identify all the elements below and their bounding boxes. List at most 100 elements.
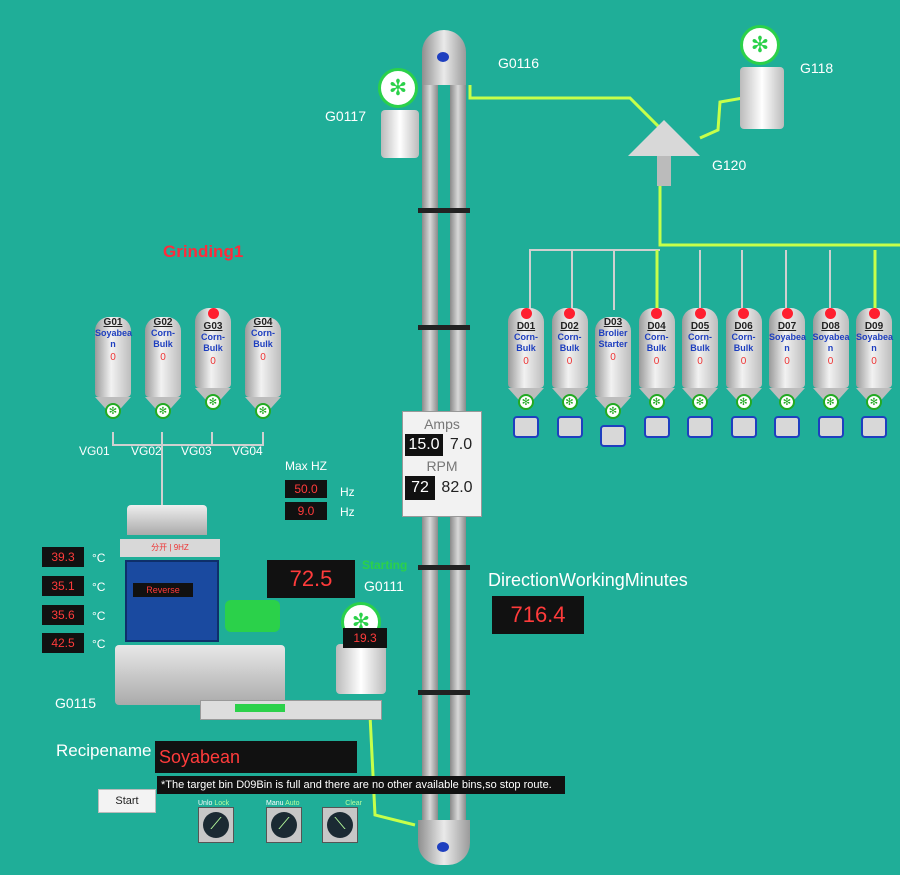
bin-product: Corn- Bulk bbox=[731, 332, 756, 353]
manual-switch[interactable]: Manu Auto ⟋ bbox=[266, 800, 306, 848]
recipe-input[interactable]: Soyabean bbox=[155, 741, 357, 773]
feeder-icon[interactable]: ✻ bbox=[518, 394, 534, 410]
bin-count: 0 bbox=[110, 352, 116, 363]
clear-knob[interactable]: ⟍ bbox=[322, 807, 358, 843]
fan-g0111-value: 19.3 bbox=[343, 628, 387, 648]
hz-unit-2: Hz bbox=[340, 505, 355, 519]
auto-label: Auto bbox=[285, 800, 300, 807]
alarm-dot-icon bbox=[207, 308, 219, 319]
alarm-dot-icon bbox=[651, 308, 662, 319]
clear-switch[interactable]: Clear ⟍ bbox=[322, 800, 362, 848]
feeder-icon[interactable]: ✻ bbox=[605, 403, 621, 419]
alarm-dot-icon bbox=[868, 308, 880, 319]
alarm-dot-icon bbox=[738, 308, 749, 319]
dischargeer-valve-icon[interactable] bbox=[817, 416, 844, 438]
dischargeer-valve-icon[interactable] bbox=[643, 416, 670, 438]
dischargeer-valve-icon[interactable] bbox=[730, 416, 757, 438]
hammer-mill-g0115[interactable]: 分开 | 9HZ Reverse bbox=[115, 505, 385, 720]
bin-count: 0 bbox=[871, 356, 877, 367]
dischargeer-valve-icon[interactable] bbox=[513, 416, 539, 438]
reverse-indicator: Reverse bbox=[133, 583, 193, 597]
amps-title: Amps bbox=[424, 416, 460, 432]
freq-readout: 72.5 bbox=[267, 560, 355, 598]
start-button[interactable]: Start bbox=[98, 789, 156, 813]
dial-icon: ⟋ bbox=[271, 812, 297, 838]
bin-count: 0 bbox=[740, 356, 747, 367]
feeder-icon[interactable]: ✻ bbox=[692, 394, 708, 410]
fan-g118-label: G118 bbox=[800, 60, 834, 76]
bin-code: D04 bbox=[647, 321, 666, 332]
clear-label: Clear bbox=[345, 800, 362, 807]
bin-product: Soyabea n bbox=[856, 332, 894, 353]
feeder-icon[interactable]: ✻ bbox=[255, 403, 271, 419]
rpm-title: RPM bbox=[426, 458, 458, 474]
feeder-icon[interactable]: ✻ bbox=[822, 394, 839, 410]
amps-setpoint[interactable]: 15.0 bbox=[405, 434, 443, 456]
bin-code: D06 bbox=[734, 321, 753, 332]
dischargeer-valve-icon[interactable] bbox=[687, 416, 713, 438]
fan-g118[interactable]: ✻ bbox=[740, 25, 784, 135]
feeder-icon[interactable]: ✻ bbox=[205, 394, 221, 410]
distributor-label: G120 bbox=[712, 157, 747, 173]
bin-code: D08 bbox=[821, 321, 840, 332]
bin-product: Corn- Bulk bbox=[514, 332, 538, 353]
rpm-setpoint[interactable]: 72 bbox=[405, 476, 435, 500]
dischargeer-valve-icon[interactable] bbox=[774, 416, 800, 438]
temp-unit-1: °C bbox=[92, 551, 106, 565]
max-hz-value[interactable]: 50.0 bbox=[285, 480, 327, 498]
valve-vg01: VG01 bbox=[79, 444, 110, 458]
dial-icon: ⟋ bbox=[203, 812, 229, 838]
fan-g0111-label: G0111 bbox=[364, 578, 404, 594]
dial-icon: ⟍ bbox=[327, 812, 353, 838]
amps-value: 7.0 bbox=[449, 436, 473, 453]
feeder-icon[interactable]: ✻ bbox=[561, 394, 578, 410]
bin-product: Soyabea n bbox=[95, 328, 133, 349]
alarm-dot-icon bbox=[564, 308, 575, 319]
dischargeer-valve-icon[interactable] bbox=[861, 416, 887, 438]
bin-product: Corn- Bulk bbox=[251, 328, 275, 349]
bin-code: G04 bbox=[253, 317, 273, 328]
unlock-knob[interactable]: ⟋ bbox=[198, 807, 234, 843]
direction-label: DirectionWorkingMinutes bbox=[488, 570, 688, 590]
dischargeer-valve-icon[interactable] bbox=[600, 425, 626, 447]
recipe-value: Soyabean bbox=[159, 747, 241, 767]
max-hz-label: Max HZ bbox=[285, 459, 327, 473]
manual-knob[interactable]: ⟋ bbox=[266, 807, 302, 843]
feeder-icon[interactable]: ✻ bbox=[155, 403, 171, 419]
bin-product: Soyabea n bbox=[769, 332, 807, 353]
mill-label: G0115 bbox=[55, 695, 96, 711]
bin-code: D05 bbox=[690, 321, 710, 332]
feeder-icon[interactable]: ✻ bbox=[779, 394, 795, 410]
current-hz-value[interactable]: 9.0 bbox=[285, 502, 327, 520]
elevator-status: Starting bbox=[362, 558, 408, 572]
feeder-icon[interactable]: ✻ bbox=[105, 403, 121, 419]
feeder-icon[interactable]: ✻ bbox=[735, 394, 752, 410]
bin-product: Corn- Bulk bbox=[644, 332, 669, 353]
fan-g0111[interactable]: ✻ bbox=[336, 602, 386, 697]
feeder-icon[interactable]: ✻ bbox=[866, 394, 882, 410]
unlock-switch[interactable]: Unlo Lock ⟋ bbox=[198, 800, 238, 848]
fan-g0117[interactable]: ✻ bbox=[378, 68, 422, 168]
temp-2: 35.1 bbox=[42, 576, 84, 596]
distributor-g120[interactable] bbox=[628, 120, 700, 186]
manual-label: Manu bbox=[266, 800, 284, 807]
feeder-icon[interactable]: ✻ bbox=[648, 394, 665, 410]
dischargeer-valve-icon[interactable] bbox=[556, 416, 583, 438]
temp-4: 42.5 bbox=[42, 633, 84, 653]
elevator-head-label: G0116 bbox=[498, 55, 539, 71]
bin-count: 0 bbox=[210, 356, 216, 367]
